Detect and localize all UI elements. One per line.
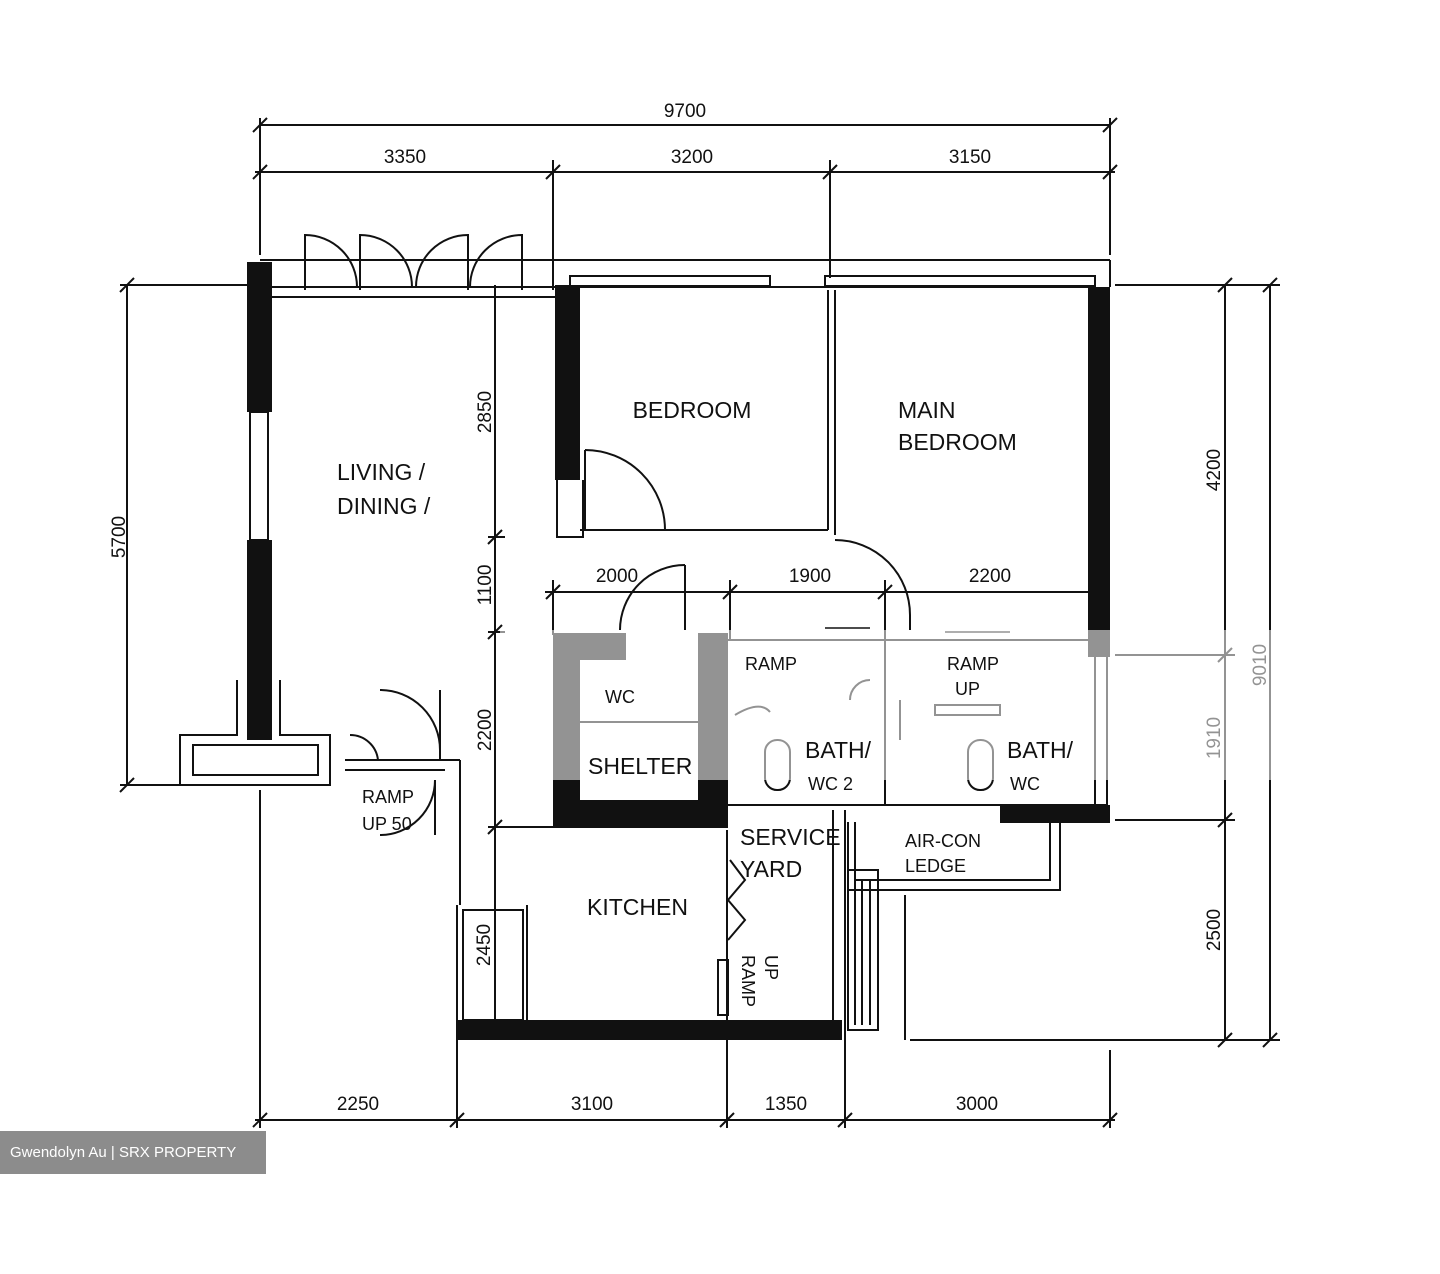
watermark-credit: Gwendolyn Au | SRX PROPERTY bbox=[0, 1131, 266, 1174]
label-ramp-2a: RAMP bbox=[947, 654, 999, 674]
label-ramp-1: RAMP bbox=[745, 654, 797, 674]
door-swings bbox=[304, 233, 911, 836]
label-aircon-2: LEDGE bbox=[905, 856, 966, 876]
label-bath1-a: BATH/ bbox=[805, 737, 872, 763]
label-yard-ramp-b: UP bbox=[761, 955, 781, 980]
label-bath2-a: BATH/ bbox=[1007, 737, 1074, 763]
dim-top-1: 3350 bbox=[384, 147, 426, 168]
dim-bottom-3: 1350 bbox=[765, 1094, 807, 1115]
dim-mid-3: 2200 bbox=[969, 566, 1011, 587]
dim-bottom-4: 3000 bbox=[956, 1094, 998, 1115]
label-shelter-wc: WC bbox=[605, 687, 635, 707]
label-entrance-ramp-a: RAMP bbox=[362, 787, 414, 807]
bottom-dimension-lines bbox=[252, 790, 1118, 1128]
label-shelter: SHELTER bbox=[588, 753, 692, 779]
dim-bottom-1: 2250 bbox=[337, 1094, 379, 1115]
folding-door bbox=[717, 859, 747, 1016]
dim-inner-left-1: 2850 bbox=[475, 391, 496, 433]
label-dining: DINING / bbox=[337, 493, 431, 519]
label-ramp-2b: UP bbox=[955, 679, 980, 699]
dim-top-total: 9700 bbox=[664, 101, 706, 122]
label-bath1-b: WC 2 bbox=[808, 774, 853, 794]
label-living: LIVING / bbox=[337, 459, 426, 485]
label-yard-ramp-a: RAMP bbox=[738, 955, 758, 1007]
dim-right-1: 4200 bbox=[1204, 449, 1225, 491]
top-dimension-lines bbox=[252, 117, 1118, 290]
dim-top-3: 3150 bbox=[949, 147, 991, 168]
dim-bottom-2: 3100 bbox=[571, 1094, 613, 1115]
label-kitchen: KITCHEN bbox=[587, 894, 688, 920]
label-main-bedroom-2: BEDROOM bbox=[898, 429, 1017, 455]
label-bath2-b: WC bbox=[1010, 774, 1040, 794]
scan-haze bbox=[500, 630, 1440, 780]
label-service-yard-1: SERVICE bbox=[740, 824, 841, 850]
label-entrance-ramp-b: UP 50 bbox=[362, 814, 412, 834]
dim-kitchen-depth: 2450 bbox=[474, 924, 495, 966]
label-bedroom: BEDROOM bbox=[633, 397, 752, 423]
label-aircon-1: AIR-CON bbox=[905, 831, 981, 851]
left-dimension-lines bbox=[119, 277, 250, 793]
dim-inner-left-3: 2200 bbox=[475, 709, 496, 751]
dim-mid-2: 1900 bbox=[789, 566, 831, 587]
dim-right-3: 2500 bbox=[1204, 909, 1225, 951]
label-service-yard-2: YARD bbox=[740, 856, 802, 882]
dim-mid-1: 2000 bbox=[596, 566, 638, 587]
label-main-bedroom-1: MAIN bbox=[898, 397, 956, 423]
dim-left-total: 5700 bbox=[109, 516, 130, 558]
dim-top-2: 3200 bbox=[671, 147, 713, 168]
dim-inner-left-2: 1100 bbox=[475, 565, 496, 606]
inner-left-dimension bbox=[487, 285, 505, 1040]
